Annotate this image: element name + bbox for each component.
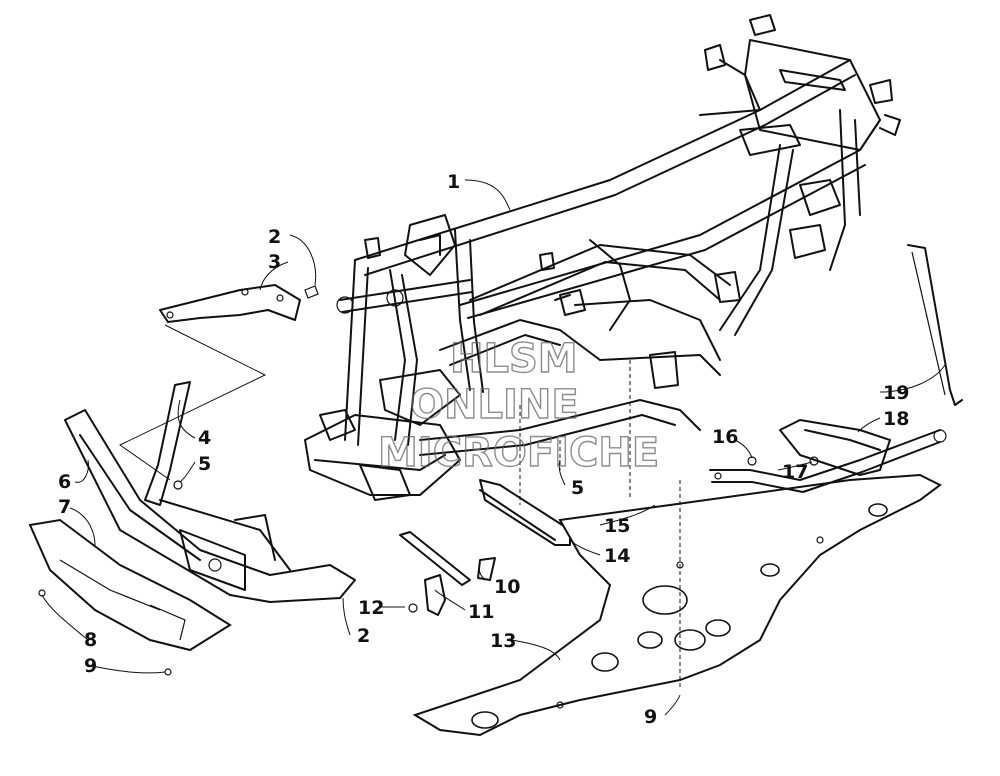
callout-9-right: 9 [644, 706, 657, 728]
callout-4: 4 [198, 427, 211, 449]
callout-17: 17 [782, 461, 808, 483]
callout-19: 19 [883, 382, 909, 404]
callout-12: 12 [358, 597, 384, 619]
callout-14: 14 [604, 545, 630, 567]
leader-lines [41, 179, 946, 716]
support-strut [144, 381, 191, 506]
stabilizer-bar [399, 531, 496, 616]
callout-11: 11 [468, 601, 494, 623]
callout-15: 15 [604, 515, 630, 537]
callout-5-right: 5 [571, 477, 584, 499]
watermark: HLSM ONLINE MICROFICHE [377, 335, 660, 476]
callouts: 1 2 3 4 5 6 7 8 9 2 12 10 11 13 14 15 5 … [58, 171, 909, 728]
callout-8: 8 [84, 629, 97, 651]
callout-16: 16 [712, 426, 738, 448]
callout-18: 18 [883, 408, 909, 430]
skid-plate [412, 473, 942, 737]
rear-footrest-assembly [709, 419, 947, 493]
callout-9-left: 9 [84, 655, 97, 677]
callout-2-bottom: 2 [357, 625, 370, 647]
front-bumper [64, 409, 356, 603]
callout-3: 3 [268, 251, 281, 273]
callout-2-top: 2 [268, 226, 281, 248]
callout-6: 6 [58, 471, 71, 493]
watermark-line-2: ONLINE [410, 382, 579, 428]
callout-7: 7 [58, 496, 71, 518]
rear-rod [907, 244, 963, 406]
callout-5-left: 5 [198, 453, 211, 475]
front-bracket [159, 284, 319, 323]
main-frame [304, 14, 901, 501]
bumper-skid-guard [28, 518, 232, 676]
watermark-line-1: HLSM [450, 336, 578, 382]
callout-1: 1 [447, 171, 460, 193]
watermark-line-3: MICROFICHE [378, 430, 659, 476]
frame-pads [479, 360, 631, 546]
callout-13: 13 [490, 630, 516, 652]
callout-10: 10 [494, 576, 520, 598]
